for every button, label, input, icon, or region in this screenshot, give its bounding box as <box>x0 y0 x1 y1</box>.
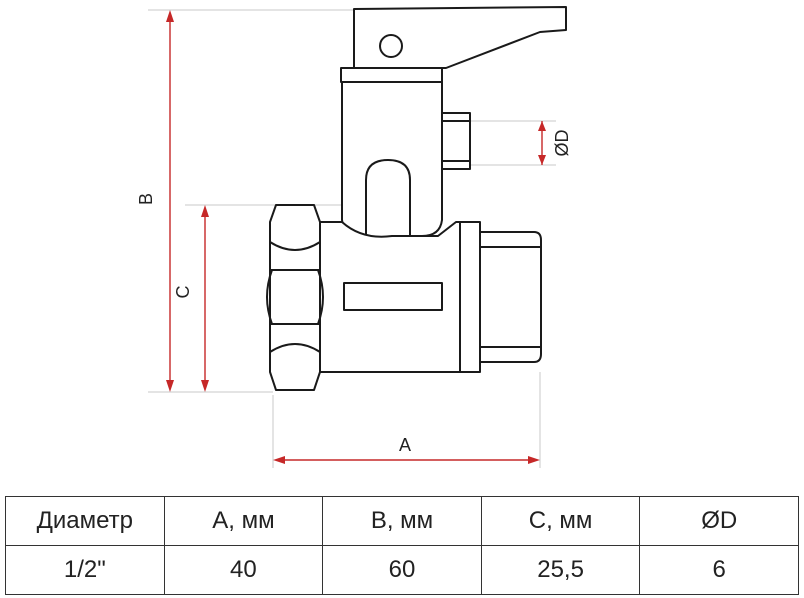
cap-band <box>340 67 443 83</box>
body-marking-slot <box>343 282 443 311</box>
dimension-label-a: A <box>399 435 411 455</box>
cell-c: 25,5 <box>480 545 641 595</box>
valve-technical-drawing: B C A ØD <box>136 6 572 468</box>
dimension-lines <box>166 10 546 464</box>
header-a-mm: A, мм <box>163 496 324 546</box>
header-diameter: Диаметр <box>5 496 165 546</box>
stem-slot <box>365 159 411 236</box>
dimension-label-c: C <box>173 286 193 299</box>
outlet-thread <box>479 231 542 363</box>
specification-table: Диаметр A, мм B, мм C, мм ØD 1/2" 40 60 … <box>5 496 799 595</box>
outlet-collar <box>459 221 481 373</box>
table-header-row: Диаметр A, мм B, мм C, мм ØD <box>5 496 799 546</box>
dimension-label-b: B <box>136 193 156 205</box>
cell-a: 40 <box>163 545 324 595</box>
cell-b: 60 <box>322 545 482 595</box>
cell-diameter: 1/2" <box>5 545 165 595</box>
header-od: ØD <box>639 496 799 546</box>
valve-body <box>266 6 567 391</box>
union-nut <box>269 204 321 391</box>
header-c-mm: C, мм <box>480 496 641 546</box>
dimension-label-d: ØD <box>552 129 572 156</box>
header-b-mm: B, мм <box>322 496 482 546</box>
drain-port <box>441 112 471 170</box>
extension-lines <box>148 9 556 468</box>
table-row: 1/2" 40 60 25,5 6 <box>5 545 799 595</box>
lever-pivot-hole <box>379 34 403 58</box>
cell-od: 6 <box>639 545 799 595</box>
